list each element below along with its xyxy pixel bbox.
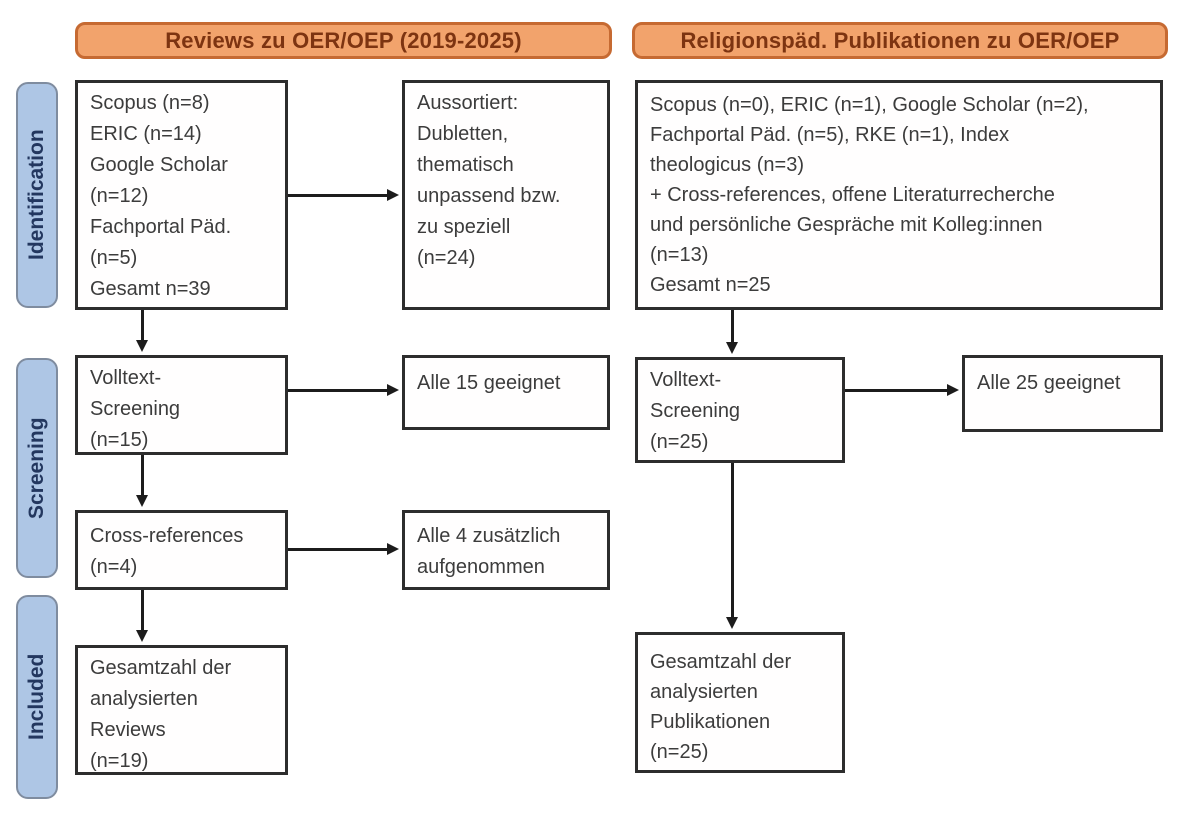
- arrow-reviews-sources-to-fulltext: [136, 310, 148, 352]
- arrow-publications-fulltext-to-result: [845, 384, 959, 396]
- box-reviews-fulltext-screening: Volltext- Screening (n=15): [75, 355, 288, 455]
- box-reviews-excluded: Aussortiert: Dubletten, thematisch unpas…: [402, 80, 610, 310]
- arrow-reviews-sources-to-excluded: [288, 189, 399, 201]
- arrow-reviews-fulltext-to-crossref: [136, 455, 148, 507]
- box-publications-included-total: Gesamtzahl der analysierten Publikatione…: [635, 632, 845, 773]
- box-publications-fulltext-screening: Volltext- Screening (n=25): [635, 357, 845, 463]
- column-header-religionspaed: Religionspäd. Publikationen zu OER/OEP: [632, 22, 1168, 59]
- column-header-reviews: Reviews zu OER/OEP (2019-2025): [75, 22, 612, 59]
- arrow-reviews-crossref-to-result: [288, 543, 399, 555]
- stage-label-screening: Screening: [16, 358, 58, 578]
- stage-label-included: Included: [16, 595, 58, 799]
- box-reviews-crossref-result: Alle 4 zusätzlich aufgenommen: [402, 510, 610, 590]
- box-publications-sources: Scopus (n=0), ERIC (n=1), Google Scholar…: [635, 80, 1163, 310]
- arrow-publications-sources-to-fulltext: [726, 310, 738, 354]
- box-reviews-fulltext-result: Alle 15 geeignet: [402, 355, 610, 430]
- box-publications-fulltext-result: Alle 25 geeignet: [962, 355, 1163, 432]
- arrow-reviews-crossref-to-included: [136, 590, 148, 642]
- box-reviews-included-total: Gesamtzahl der analysierten Reviews (n=1…: [75, 645, 288, 775]
- stage-label-identification: Identification: [16, 82, 58, 308]
- arrow-reviews-fulltext-to-result: [288, 384, 399, 396]
- arrow-publications-fulltext-to-included: [726, 463, 738, 629]
- box-reviews-sources: Scopus (n=8) ERIC (n=14) Google Scholar …: [75, 80, 288, 310]
- box-reviews-crossref: Cross-references (n=4): [75, 510, 288, 590]
